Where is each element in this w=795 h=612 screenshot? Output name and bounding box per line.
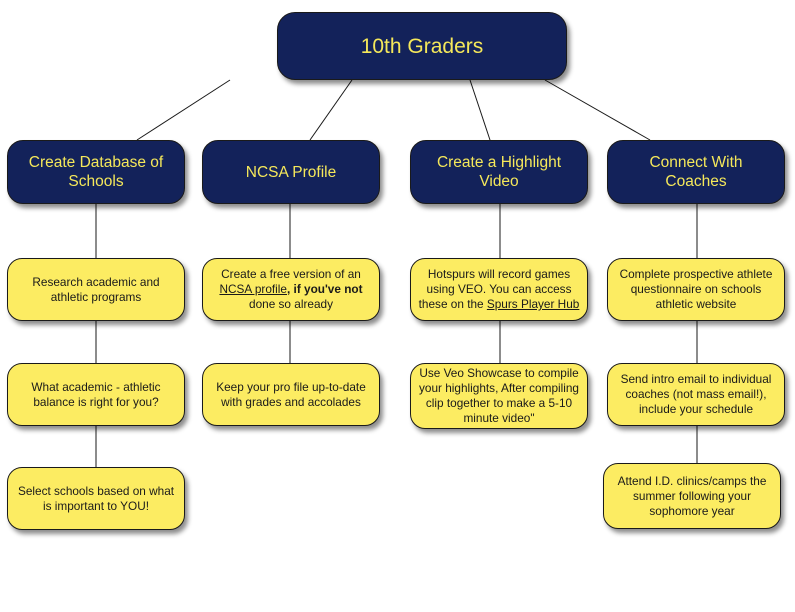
task-text: Send intro email to individual coaches (…: [620, 372, 772, 416]
task-athlete-questionnaire: Complete prospective athlete questionnai…: [607, 258, 785, 321]
task-text: Hotspurs will record games using VEO. Yo…: [418, 267, 572, 311]
category-label: Create a Highlight Video: [436, 154, 562, 190]
task-text: Attend I.D. clinics/camps the summer fol…: [617, 473, 767, 518]
connector-root-to-coaches: [544, 79, 651, 141]
connector-root-to-database: [136, 79, 231, 141]
task-select-schools: Select schools based on what is importan…: [7, 467, 185, 530]
task-research-programs: Research academic and athletic programs: [7, 258, 185, 321]
root-label: 10th Graders: [360, 34, 484, 58]
task-text: Select schools based on what is importan…: [17, 483, 175, 513]
task-text-bold: , if you've not: [286, 282, 363, 296]
category-label: Create Database of Schools: [28, 154, 164, 190]
category-connect-coaches: Connect With Coaches: [607, 140, 785, 204]
task-text: Research academic and athletic programs: [32, 274, 160, 304]
task-academic-athletic-balance: What academic - athletic balance is righ…: [7, 363, 185, 426]
category-label: Connect With Coaches: [649, 154, 743, 190]
task-veo-showcase: Use Veo Showcase to compile your highlig…: [410, 363, 588, 429]
task-id-clinics: Attend I.D. clinics/camps the summer fol…: [603, 463, 781, 529]
task-text: Keep your pro file up-to-date with grade…: [216, 379, 366, 409]
task-hotspurs-record: Hotspurs will record games using VEO. Yo…: [410, 258, 588, 321]
root-node: 10th Graders: [277, 12, 567, 80]
task-keep-profile-updated: Keep your pro file up-to-date with grade…: [202, 363, 380, 426]
connector-root-to-ncsa: [309, 79, 353, 141]
category-create-database: Create Database of Schools: [7, 140, 185, 204]
task-text: Create a free version of an: [221, 267, 361, 281]
task-create-ncsa-profile: Create a free version of an NCSA profile…: [202, 258, 380, 321]
task-text: Complete prospective athlete questionnai…: [619, 267, 773, 311]
task-text: Use Veo Showcase to compile your highlig…: [419, 366, 579, 425]
category-label: NCSA Profile: [245, 163, 337, 181]
task-text: done so already: [249, 297, 333, 311]
connector-root-to-video: [469, 79, 491, 141]
spurs-player-hub-link[interactable]: Spurs Player Hub: [486, 297, 580, 311]
ncsa-profile-link[interactable]: NCSA profile: [219, 282, 287, 296]
task-text: What academic - athletic balance is righ…: [31, 379, 161, 409]
category-highlight-video: Create a Highlight Video: [410, 140, 588, 204]
category-ncsa-profile: NCSA Profile: [202, 140, 380, 204]
task-intro-email: Send intro email to individual coaches (…: [607, 363, 785, 426]
